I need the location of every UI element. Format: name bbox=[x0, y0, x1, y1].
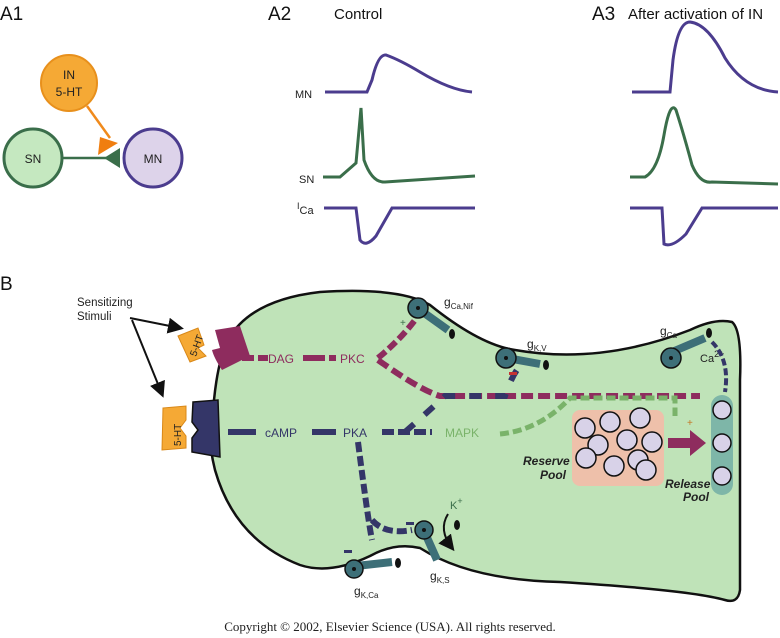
release-pool-label-2: Pool bbox=[683, 490, 710, 504]
reserve-vesicles bbox=[574, 407, 663, 481]
dag-label: DAG bbox=[268, 352, 294, 366]
g-kv-label: gK,V bbox=[527, 337, 547, 353]
channel-g-kv bbox=[495, 347, 549, 370]
reserve-pool-label-1: Reserve bbox=[523, 454, 570, 468]
release-pool-label-1: Release bbox=[665, 477, 711, 491]
release-vesicles bbox=[712, 400, 732, 486]
k-ion-label: K+ bbox=[450, 496, 463, 512]
mobilization-arrow bbox=[668, 430, 706, 456]
channel-g-kca bbox=[344, 558, 401, 579]
receptor-pkc-pathway: 5-HT bbox=[177, 326, 250, 370]
control-ica-trace bbox=[324, 206, 475, 245]
stimuli-arrow-1 bbox=[129, 317, 184, 334]
mn-label: MN bbox=[144, 152, 163, 166]
camp-label: cAMP bbox=[265, 426, 297, 440]
after-sn-trace bbox=[630, 106, 779, 186]
panel-a3-label: A3 bbox=[592, 4, 615, 25]
g-ca-nif-label: gCa,Nif bbox=[444, 295, 474, 311]
panel-a3-title: After activation of IN bbox=[628, 6, 763, 23]
trace-label-mn: MN bbox=[295, 89, 312, 101]
stimuli-label-2: Stimuli bbox=[77, 311, 112, 323]
pka-label: PKA bbox=[343, 426, 367, 440]
stimuli-label-1: Sensitizing bbox=[77, 297, 133, 309]
panel-b-label: B bbox=[0, 274, 13, 295]
trace-label-sn: SN bbox=[299, 174, 314, 186]
minus-sign-kv bbox=[509, 372, 517, 375]
stimuli-arrow-2 bbox=[131, 319, 165, 398]
after-mn-trace bbox=[632, 20, 779, 94]
pkc-label: PKC bbox=[340, 352, 365, 366]
ca-influx-arrow bbox=[710, 340, 729, 393]
panel-a2-title: Control bbox=[334, 6, 382, 23]
in-synapse-terminal bbox=[98, 137, 118, 155]
control-sn-trace bbox=[323, 107, 476, 184]
channel-g-ks bbox=[414, 520, 441, 562]
mapk-label: MAPK bbox=[445, 426, 479, 440]
in-label: IN bbox=[63, 68, 75, 82]
sn-synapse-terminal bbox=[104, 148, 120, 168]
panel-a2-label: A2 bbox=[268, 4, 291, 25]
mapk-pathway bbox=[499, 395, 678, 437]
in-sub-label: 5-HT bbox=[56, 85, 83, 99]
g-ca-label: gCa bbox=[660, 324, 677, 340]
g-kca-label: gK,Ca bbox=[354, 584, 379, 600]
plus-sign-2: + bbox=[687, 418, 693, 429]
receptor-pka-pathway: 5-HT bbox=[161, 399, 221, 458]
plus-sign-1: + bbox=[400, 318, 406, 329]
k-efflux-arrow bbox=[438, 513, 455, 552]
mn-neuron bbox=[122, 127, 184, 189]
ligand-label-2: 5-HT bbox=[173, 424, 184, 446]
channel-g-ca bbox=[660, 328, 712, 369]
minus-sign-kca bbox=[344, 550, 352, 553]
sn-label: SN bbox=[25, 152, 42, 166]
channel-g-ca-nif bbox=[407, 297, 455, 339]
pkc-pathway: DAG PKC + bbox=[242, 318, 700, 399]
presynaptic-terminal bbox=[208, 289, 742, 603]
trace-label-ica: ICa bbox=[297, 201, 314, 217]
panel-a1-label: A1 bbox=[0, 4, 23, 25]
copyright-notice: Copyright © 2002, Elsevier Science (USA)… bbox=[224, 619, 556, 634]
after-ica-trace bbox=[630, 206, 778, 247]
minus-sign-ks bbox=[406, 522, 414, 525]
g-ks-label: gK,S bbox=[430, 569, 450, 585]
in-neuron bbox=[40, 54, 98, 112]
circuit-diagram: IN 5-HT SN MN bbox=[2, 54, 184, 189]
control-mn-trace bbox=[325, 53, 473, 94]
reserve-pool-label-2: Pool bbox=[540, 468, 567, 482]
sn-neuron bbox=[2, 127, 64, 189]
